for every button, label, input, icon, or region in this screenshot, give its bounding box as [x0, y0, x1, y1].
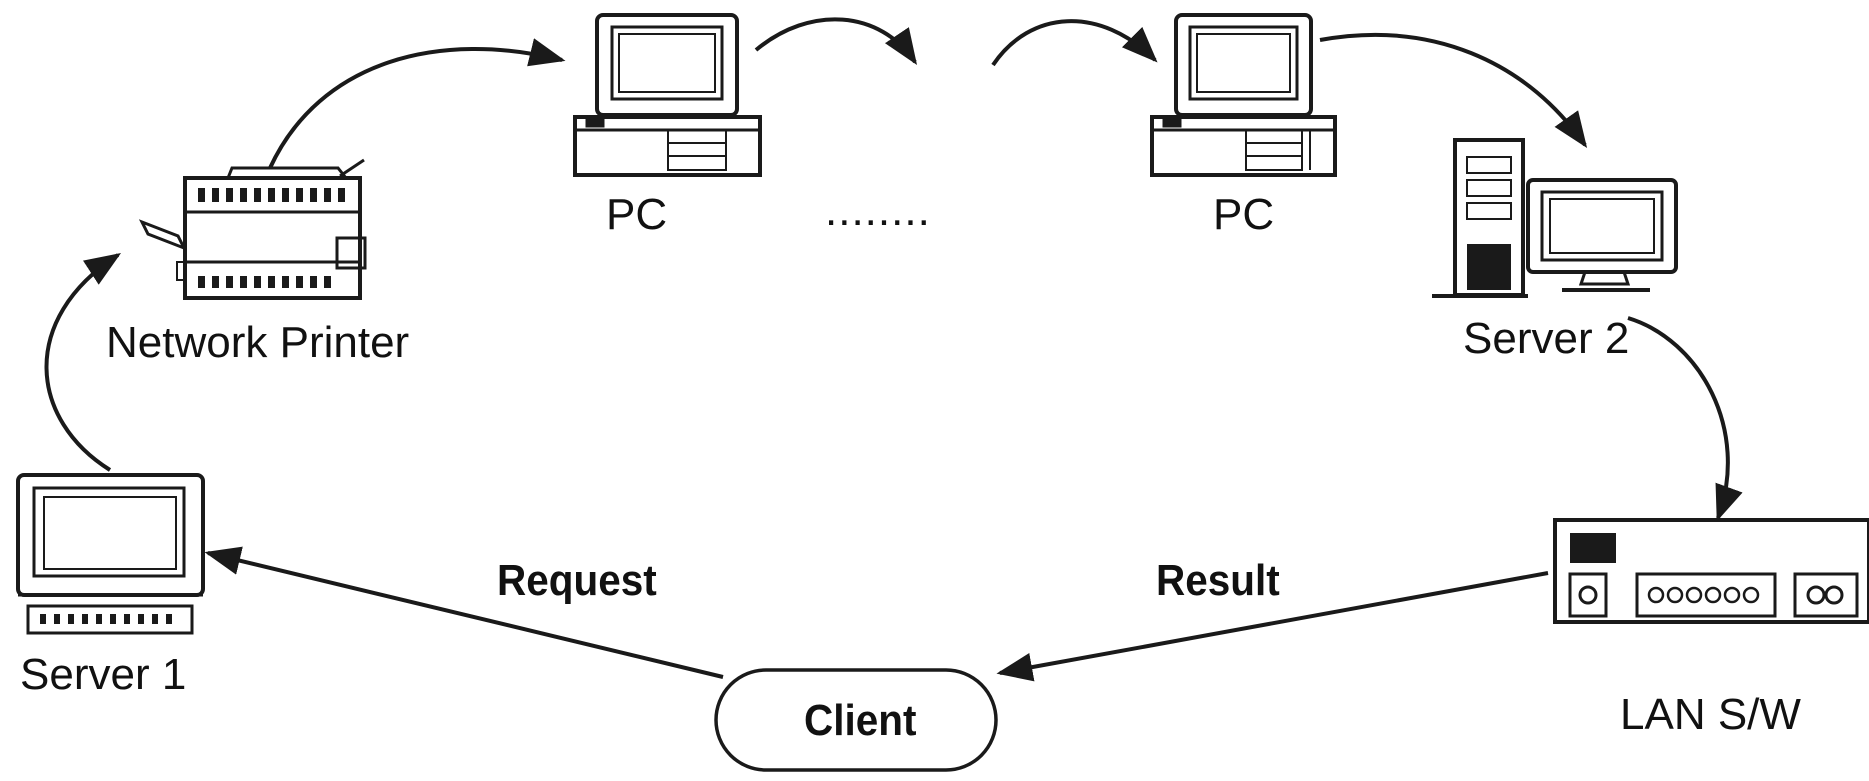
arrow-printer-to-pc [268, 38, 566, 169]
arrow-client-to-server1 [204, 546, 724, 679]
arrow-server2-to-lan [1627, 316, 1743, 522]
arrow-server1-to-printer [44, 253, 122, 472]
server-tower-icon [1432, 138, 1528, 298]
label-server-1: Server 1 [20, 650, 187, 699]
network-printer-icon [138, 158, 367, 300]
client-node [714, 668, 998, 772]
label-pc-left: PC [606, 190, 668, 239]
arrow-lan-to-client [996, 571, 1549, 682]
label-server-2: Server 2 [1463, 314, 1630, 363]
pc-icon [1150, 13, 1337, 177]
server-monitor-icon [1526, 178, 1678, 292]
label-network-printer: Network Printer [106, 318, 410, 367]
lan-switch-icon [1553, 518, 1869, 624]
label-lan-switch: LAN S/W [1620, 690, 1801, 739]
server-monitor-icon [16, 473, 205, 635]
pc-icon [573, 13, 762, 177]
arrow-ellipsis-to-pc [991, 19, 1158, 67]
label-ellipsis: ........ [825, 186, 931, 235]
arrow-pc-to-ellipsis [754, 17, 918, 65]
arrow-pc-to-server2 [1319, 32, 1588, 148]
label-request: Request [497, 556, 657, 605]
label-client: Client [804, 696, 917, 745]
label-pc-right: PC [1213, 190, 1275, 239]
label-result: Result [1156, 556, 1280, 605]
